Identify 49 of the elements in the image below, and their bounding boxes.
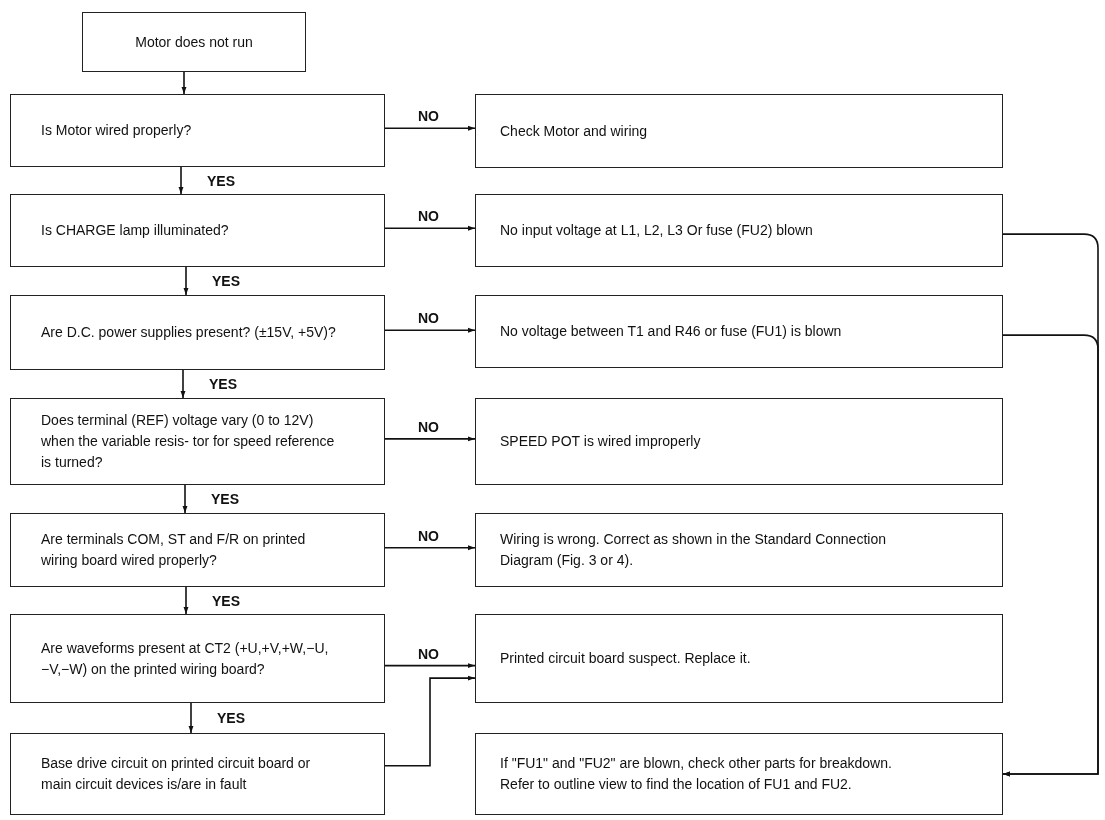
arrow — [384, 436, 476, 442]
edge-label: YES — [207, 376, 239, 392]
arrow — [384, 675, 476, 767]
action-box — [475, 513, 1003, 587]
arrow — [188, 702, 194, 734]
action-box — [475, 295, 1003, 368]
box-text: Check Motor and wiring — [500, 121, 648, 141]
arrow — [183, 586, 189, 615]
arrow — [181, 71, 187, 95]
edge-label: YES — [215, 710, 247, 726]
box-text: No voltage between T1 and R46 or fuse (FU1) is blown — [500, 322, 842, 341]
question-box — [10, 94, 385, 167]
edge-label: YES — [210, 273, 242, 289]
question-box — [10, 398, 385, 485]
box-text: Are terminals COM, ST and F/R on printed wiring board wired properly? — [41, 530, 307, 570]
arrow — [1002, 334, 1099, 777]
question-box — [10, 295, 385, 370]
box-text: Wiring is wrong. Correct as shown in the Standard Connection Diagram (Fig. 3 or 4). — [500, 530, 887, 570]
box-text: Motor does not run — [135, 32, 253, 52]
arrow — [182, 484, 188, 514]
box-text: Does terminal (REF) voltage vary (0 to 12V) when the variable resis- tor for speed reference is turned? — [41, 411, 336, 472]
action-box — [475, 194, 1003, 267]
arrow — [178, 166, 184, 195]
box-text: If "FU1" and "FU2" are blown, check other parts for breakdown. Refer to outline view to find the location of FU1 and FU2. — [500, 754, 893, 794]
arrow — [180, 369, 186, 399]
arrow — [384, 125, 476, 131]
arrow — [183, 266, 189, 296]
edge-label: YES — [209, 491, 241, 507]
action-box — [475, 614, 1003, 703]
box-text: No input voltage at L1, L2, L3 Or fuse (FU2) blown — [500, 221, 813, 240]
arrow — [384, 663, 476, 669]
question-box — [10, 733, 385, 815]
box-text: SPEED POT is wired improperly — [500, 432, 701, 451]
question-box — [10, 194, 385, 267]
box-text: Base drive circuit on printed circuit board or main circuit devices is/are in fault — [41, 754, 312, 794]
arrow — [384, 327, 476, 333]
start-box — [82, 12, 306, 72]
action-box — [475, 94, 1003, 168]
action-box — [475, 398, 1003, 485]
box-text: Are waveforms present at CT2 (+U,+V,+W,−U,−V,−W) on the printed wiring board? — [41, 638, 330, 679]
box-text: Are D.C. power supplies present? (±15V, +5V)? — [41, 323, 336, 342]
arrow — [384, 225, 476, 231]
question-box — [10, 614, 385, 703]
box-text: Printed circuit board suspect. Replace it. — [500, 649, 751, 668]
box-text: Is Motor wired properly? — [41, 121, 192, 140]
box-text: Is CHARGE lamp illuminated? — [41, 221, 229, 240]
question-box — [10, 513, 385, 587]
arrow — [384, 545, 476, 551]
action-box — [475, 733, 1003, 815]
